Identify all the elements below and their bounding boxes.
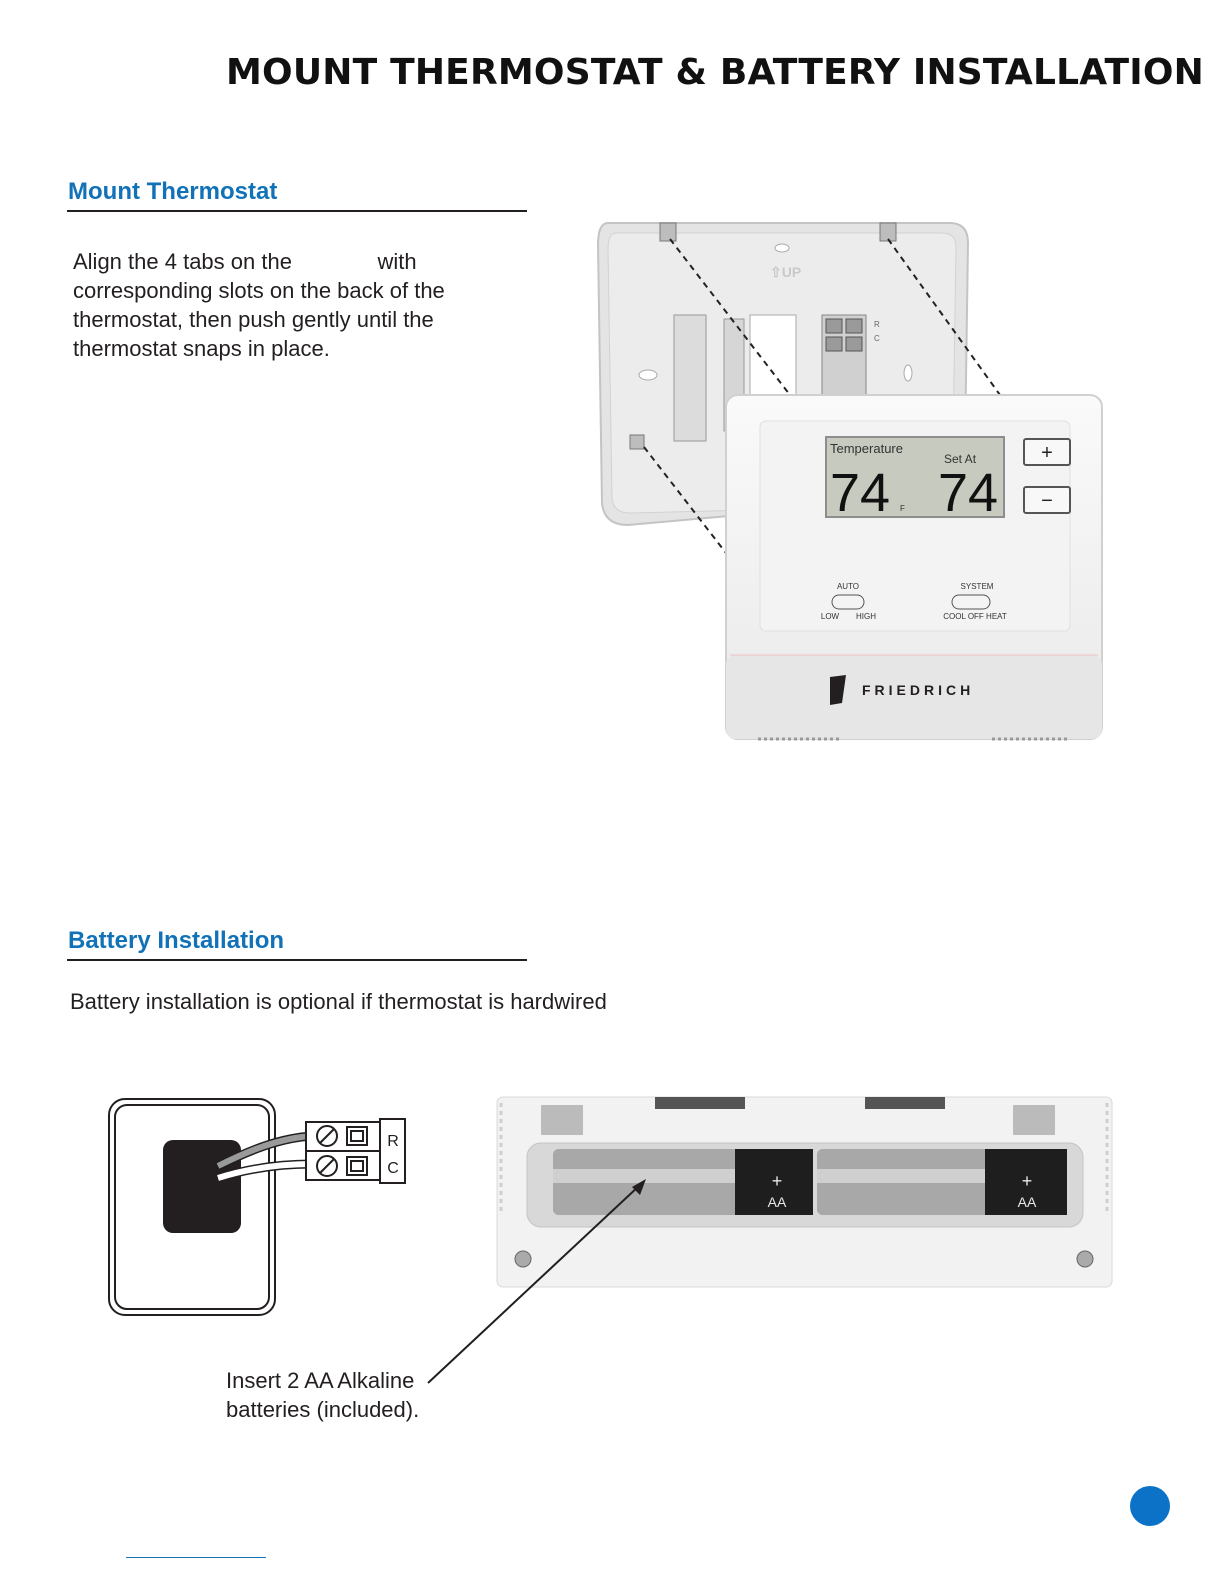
current-temperature: 74 [830, 463, 890, 523]
circuit-board-left [655, 1097, 745, 1109]
system-switch-options: COOL OFF HEAT [943, 612, 1007, 621]
housing-slot-left [541, 1105, 583, 1135]
wiring-diagram: R C [108, 1098, 406, 1316]
fan-switch-high: HIGH [856, 612, 876, 621]
friedrich-logo-icon [830, 675, 846, 705]
wiring-terminal-r: R [387, 1133, 399, 1150]
brand-name: FRIEDRICH [862, 682, 974, 698]
mount-heading-rule [67, 210, 527, 212]
fan-switch-low: LOW [821, 612, 840, 621]
terminal-block [821, 314, 867, 396]
circuit-board-right [865, 1097, 945, 1109]
tab-top-left [659, 222, 677, 242]
battery-1 [553, 1149, 813, 1215]
system-switch[interactable] [951, 594, 991, 610]
callout-line-2: batteries (included). [226, 1397, 420, 1422]
wiring-terminal-c: C [387, 1160, 399, 1177]
mount-hole-top [774, 243, 790, 253]
display-label-temperature: Temperature [830, 441, 903, 456]
housing-slot-right [1013, 1105, 1055, 1135]
minus-button-label: − [1041, 490, 1053, 512]
minus-button[interactable]: − [1023, 486, 1071, 514]
set-temperature: 74 [938, 463, 998, 523]
tab-left [629, 434, 645, 450]
mount-instructions: Align the 4 tabs on the with correspondi… [73, 247, 543, 363]
screw-right [1076, 1250, 1094, 1268]
display-label-set-at: Set At [944, 452, 977, 466]
lcd-display [825, 436, 1005, 518]
battery-compartment-illustration: + AA + AA [496, 1096, 1113, 1288]
mount-hole-right [903, 364, 913, 382]
mount-line-3: thermostat, then push gently until the [73, 307, 434, 332]
wire-r [216, 1133, 313, 1169]
fan-switch-title: AUTO [837, 582, 859, 591]
mount-line-2: corresponding slots on the back of the [73, 278, 445, 303]
system-switch-title: SYSTEM [961, 582, 994, 591]
page-number-marker [1130, 1486, 1170, 1526]
mount-thermostat-heading: Mount Thermostat [68, 178, 278, 205]
plus-button[interactable]: + [1023, 438, 1071, 466]
housing-ridges [499, 1103, 1109, 1215]
mount-line-4: thermostat snaps in place. [73, 336, 330, 361]
battery-2 [817, 1149, 1067, 1215]
battery-callout-arrow [427, 1179, 646, 1384]
battery-installation-heading: Battery Installation [68, 927, 285, 954]
battery-1-plus: + [772, 1171, 783, 1191]
battery-1-label: AA [768, 1194, 787, 1210]
battery-note: Battery installation is optional if ther… [70, 989, 607, 1014]
footer-rule [126, 1557, 266, 1558]
plus-button-label: + [1041, 442, 1053, 464]
fan-switch[interactable] [831, 594, 865, 610]
thermostat-mount-illustration: ⇧UP R C Temperature Set At 74 F 74 + − [596, 222, 1103, 741]
wire-c [217, 1161, 313, 1181]
wiring-terminal-block [305, 1118, 406, 1184]
callout-line-1: Insert 2 AA Alkaline [226, 1368, 415, 1393]
battery-2-plus: + [1022, 1171, 1033, 1191]
mount-line-1: Align the 4 tabs on the with [73, 249, 417, 274]
screw-left [514, 1250, 532, 1268]
terminal-c-label: C [874, 334, 880, 343]
battery-heading-rule [67, 959, 527, 961]
tab-top-right [879, 222, 897, 242]
svg-text:⇧UP: ⇧UP [770, 264, 801, 280]
mount-hole-left [638, 369, 658, 381]
wall-plate-inner [114, 1104, 270, 1310]
battery-callout: Insert 2 AA Alkaline batteries (included… [226, 1366, 419, 1424]
wall-opening [163, 1140, 241, 1233]
terminal-r-label: R [874, 320, 880, 329]
battery-2-label: AA [1018, 1194, 1037, 1210]
page-title: MOUNT THERMOSTAT & BATTERY INSTALLATION [226, 52, 1204, 93]
alignment-lines [643, 238, 1001, 554]
unit-mark: F [900, 504, 905, 513]
